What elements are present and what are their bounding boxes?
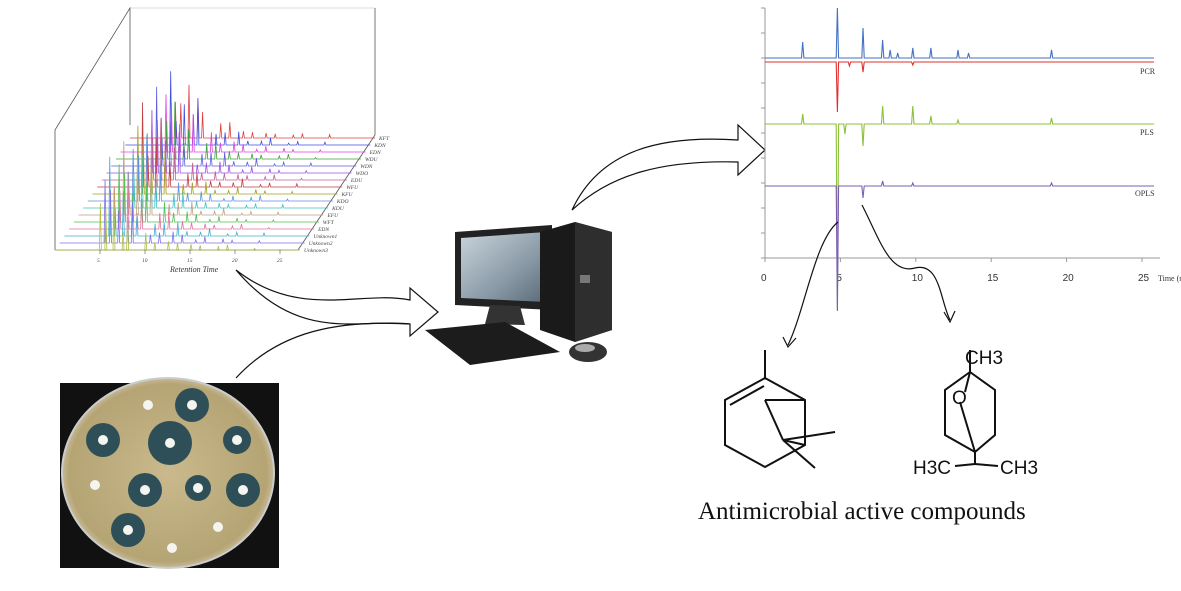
- regression-chart: 0 5 10 15 20 25 Time (min) PCR PLS OPLS: [761, 7, 1181, 349]
- sample-label: WFU: [346, 185, 359, 191]
- x-tick-label: 25: [1138, 273, 1150, 284]
- chromatogram-trace: [111, 86, 357, 167]
- x-tick-label: 0: [761, 273, 767, 284]
- chromatogram-trace: [64, 156, 310, 237]
- x-tick-label: 20: [232, 258, 238, 264]
- sample-label: KFT: [378, 136, 390, 142]
- oxygen-label: O: [952, 388, 967, 409]
- arrow-petri-to-computer: [235, 322, 411, 379]
- chromatogram-trace: [78, 141, 324, 216]
- sample-label: Unknown3: [304, 248, 328, 254]
- x-tick-label: 15: [187, 258, 193, 264]
- sample-label: EDN: [369, 150, 381, 156]
- arrow-to-eucalyptol: [861, 204, 951, 321]
- x-tick-label: 25: [277, 258, 283, 264]
- sample-label: EDU: [350, 178, 363, 184]
- sample-label: WDN: [360, 164, 373, 170]
- chromatogram-trace: [55, 188, 300, 251]
- series-line: [765, 180, 1155, 312]
- keyboard-icon: [425, 322, 560, 365]
- x-axis-label: Time (min): [1158, 274, 1181, 283]
- computer-icon: [425, 222, 612, 365]
- sample-label: WFT: [323, 220, 335, 226]
- series-label-pcr: PCR: [1140, 67, 1156, 76]
- sample-label: EDN: [317, 227, 329, 233]
- chromatogram-trace: [130, 84, 375, 139]
- x-tick-label: 15: [987, 273, 999, 284]
- series-label-pls: PLS: [1140, 128, 1154, 137]
- sample-label: KFU: [341, 192, 354, 198]
- series-label-opls: OPLS: [1135, 189, 1155, 198]
- sample-label: KDU: [331, 206, 345, 212]
- eucalyptol-structure: CH3 O H3C CH3: [913, 348, 1038, 479]
- x-tick-label: 10: [142, 258, 148, 264]
- methyl-label-top: CH3: [965, 348, 1003, 369]
- series-line: [765, 61, 1155, 113]
- chromatogram-trace: [125, 71, 371, 146]
- arrow-chromatogram-to-computer: [235, 269, 439, 338]
- methyl-label-right: CH3: [1000, 458, 1038, 479]
- sample-label: KDN: [373, 143, 386, 149]
- series-line: [765, 7, 1155, 59]
- x-tick-label: 5: [836, 273, 842, 284]
- methyl-label-left: H3C: [913, 458, 951, 479]
- chromatogram-trace: [59, 179, 305, 244]
- chromatogram-trace: [92, 125, 338, 195]
- alpha-pinene-structure: [724, 350, 836, 469]
- x-tick-label: 20: [1063, 273, 1075, 284]
- arrow-to-pinene: [787, 221, 839, 346]
- sample-label: KDO: [336, 199, 349, 205]
- x-axis-label: Retention Time: [169, 265, 219, 274]
- sample-label: WDU: [365, 157, 379, 163]
- sample-label: WDO: [356, 171, 369, 177]
- x-tick-label: 10: [912, 273, 924, 284]
- series-line: [765, 105, 1155, 311]
- flow-arrows: [235, 123, 766, 379]
- chromatogram-3d: KFTKDNEDNWDUWDNWDOEDUWFUKFUKDOKDUEFUWFTE…: [54, 6, 390, 274]
- sample-label: Unknown2: [309, 241, 333, 247]
- caption: Antimicrobial active compounds: [698, 498, 1026, 525]
- sample-label: Unknown1: [313, 234, 337, 240]
- arrow-computer-to-chart: [571, 123, 766, 211]
- chromatogram-trace: [97, 102, 343, 188]
- petri-dish-photo: [60, 377, 279, 569]
- sample-label: EFU: [326, 213, 339, 219]
- axis-frame: [54, 6, 131, 250]
- x-tick-label: 5: [97, 258, 100, 264]
- chromatogram-trace: [83, 154, 329, 209]
